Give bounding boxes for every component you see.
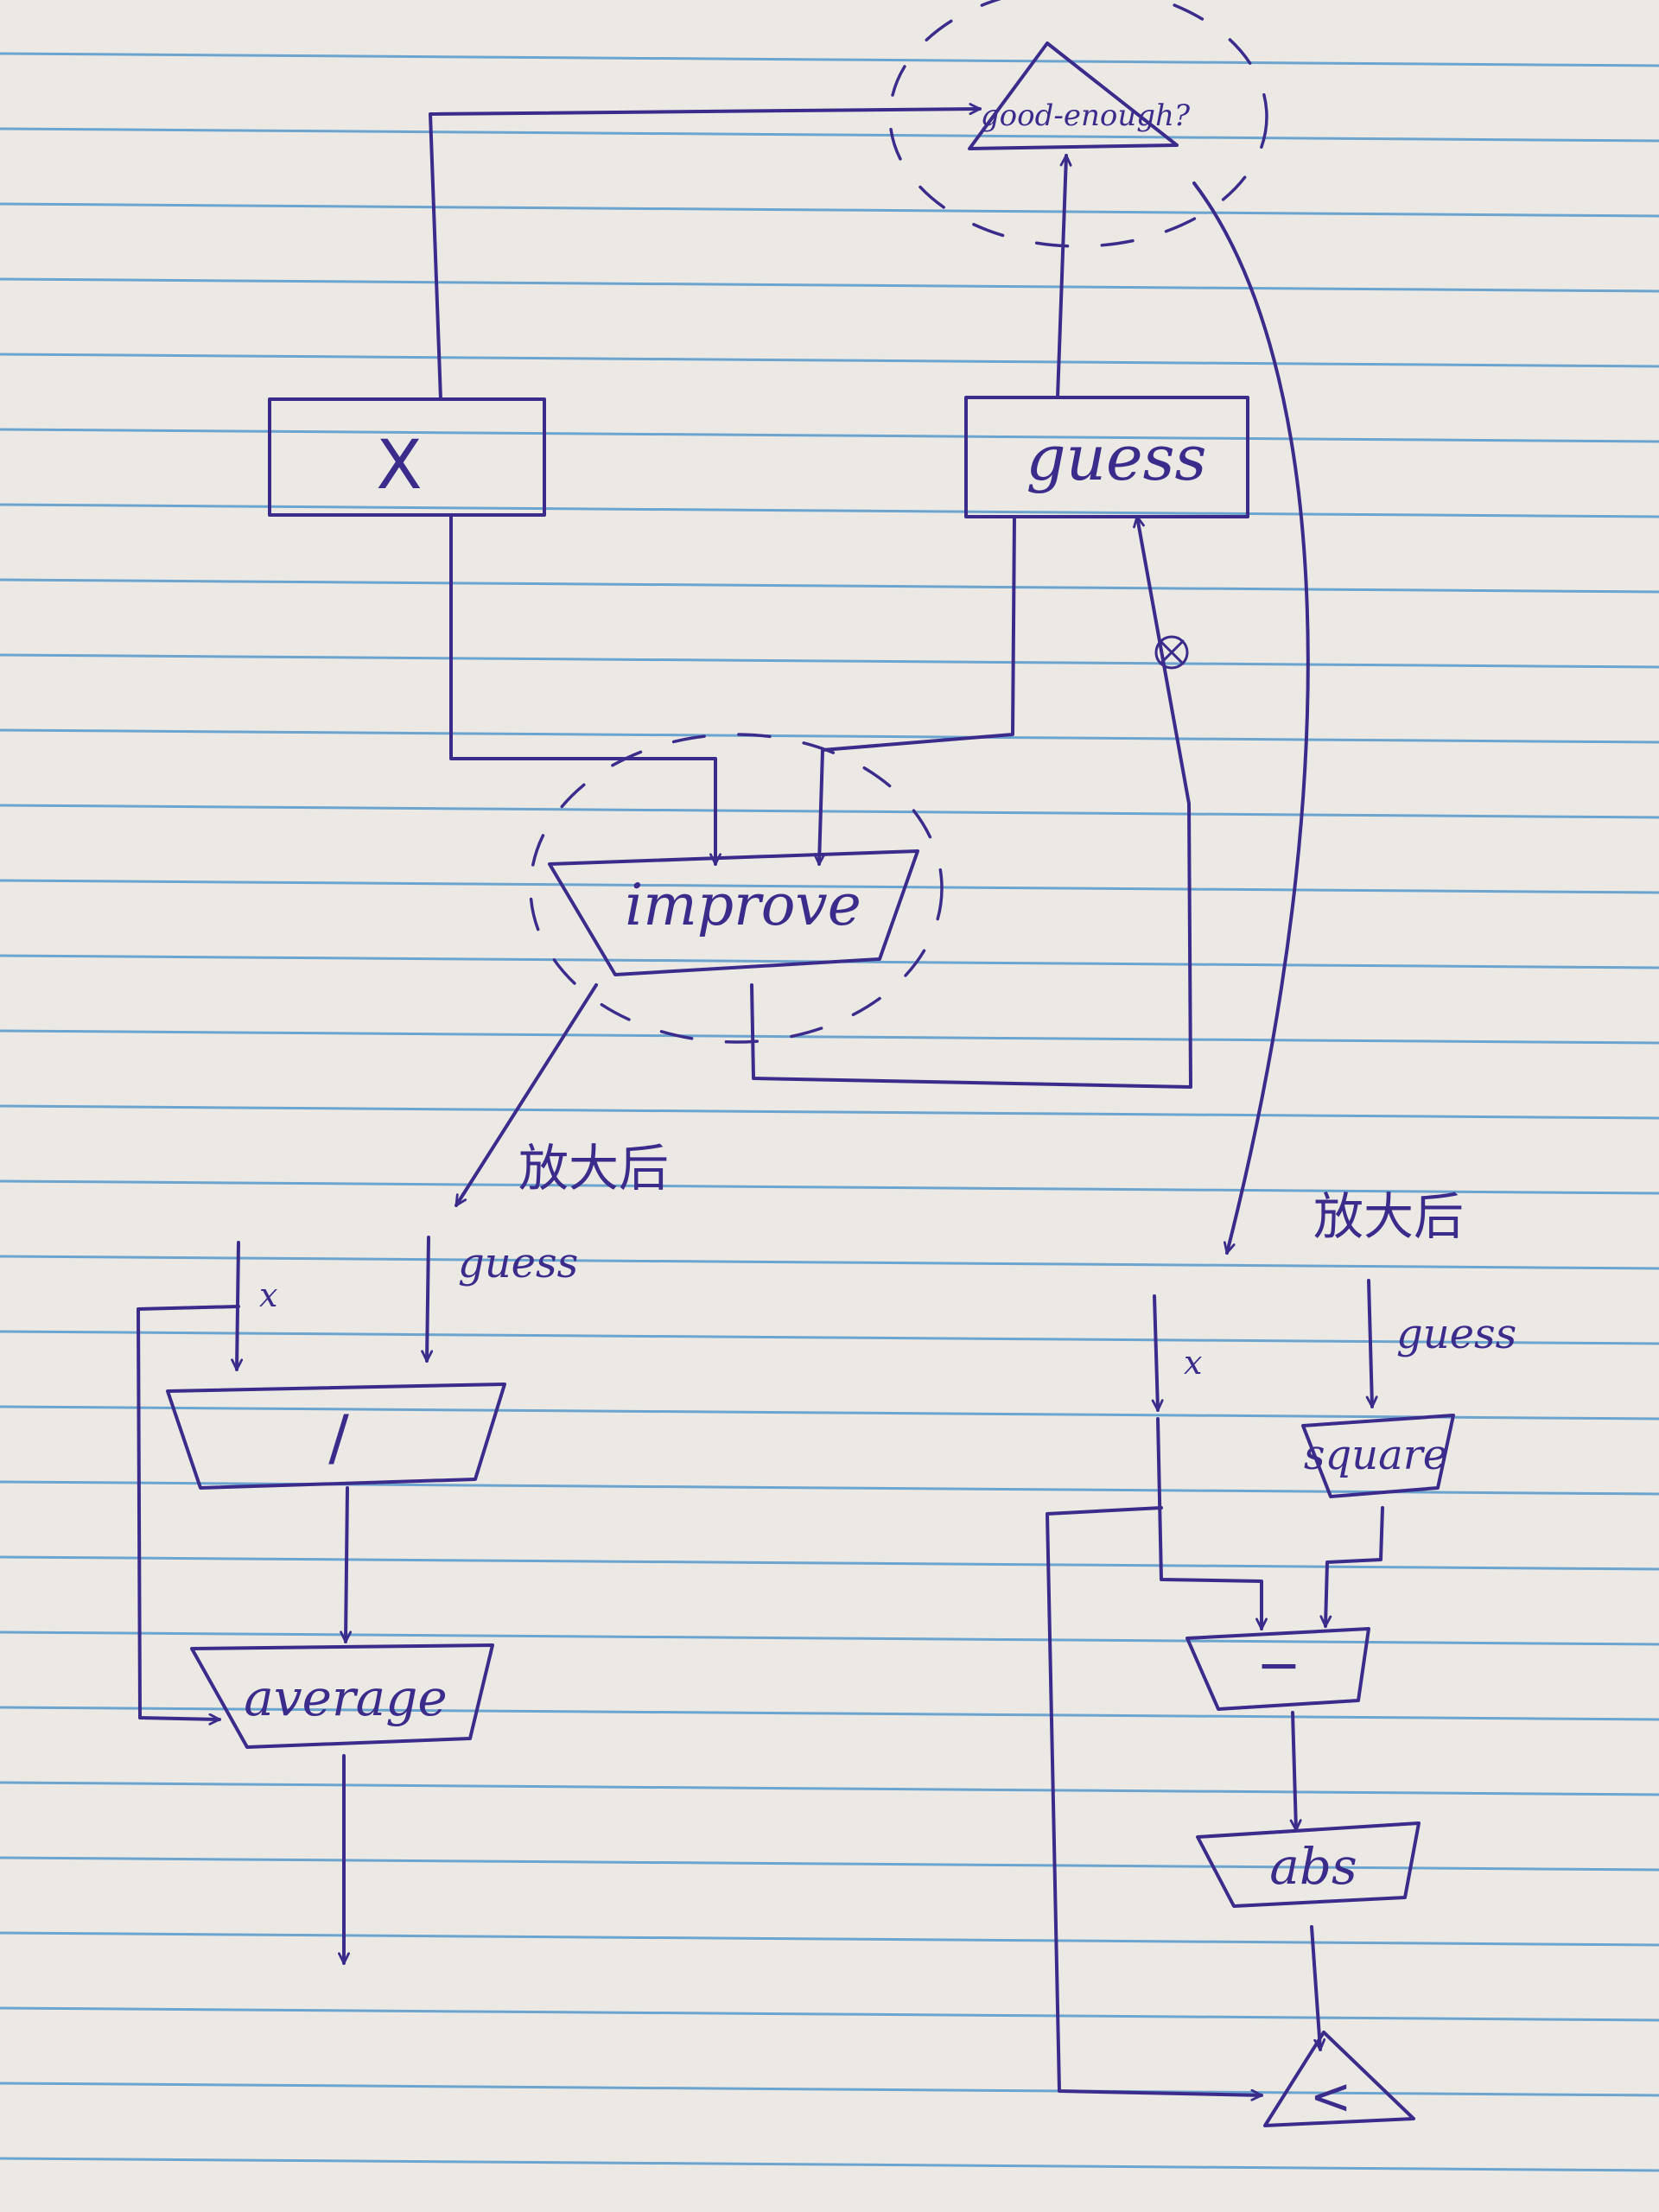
ge-arrow-minus-to-abs <box>1289 1711 1302 1832</box>
rule-line <box>0 1706 1659 1721</box>
guess-box-label: guess <box>1027 422 1207 494</box>
less-than-triangle: < <box>1263 2031 1415 2127</box>
rule-line <box>0 1781 1659 1796</box>
abs-label: abs <box>1269 1837 1357 1896</box>
rule-line <box>0 1630 1659 1646</box>
detail-guess-label: guess <box>458 1239 578 1287</box>
average-label: average <box>244 1669 447 1727</box>
guess-box: guess <box>964 396 1249 518</box>
rule-line <box>0 503 1659 518</box>
ge-x-label: x <box>1184 1344 1202 1382</box>
ge-arrow-x-to-minus <box>1156 1417 1268 1630</box>
x-box: X <box>268 397 546 517</box>
minus-label: − <box>1256 1633 1301 1696</box>
rule-line <box>0 1330 1659 1345</box>
rule-line <box>0 2082 1659 2097</box>
arrow-x-to-good-enough <box>429 103 982 401</box>
rule-line <box>0 277 1659 293</box>
rule-line <box>0 2157 1659 2172</box>
rule-line <box>0 52 1659 67</box>
ge-arrow-x-to-less-than <box>1046 1506 1263 2101</box>
good-enough-triangle: good-enough? <box>968 41 1191 150</box>
rule-line <box>0 1405 1659 1421</box>
detail-x-label: x <box>259 1276 277 1314</box>
ge-arrow-x <box>1151 1294 1164 1412</box>
detail-arrow-guess <box>421 1236 434 1363</box>
divide-label: / <box>328 1402 349 1473</box>
rule-line <box>0 653 1659 669</box>
rule-line <box>0 1179 1659 1195</box>
rule-line <box>0 1555 1659 1571</box>
cross-circle-mark <box>1154 635 1189 670</box>
arrow-guess-to-good-enough <box>1056 154 1072 399</box>
zoom-label-left: 放大后 <box>518 1139 669 1198</box>
rule-line <box>0 202 1659 218</box>
square-label: square <box>1304 1431 1447 1479</box>
less-than-label: < <box>1310 2067 1352 2126</box>
zoom-label-right: 放大后 <box>1313 1187 1464 1246</box>
rule-line <box>0 1856 1659 1872</box>
arrow-guess-to-improve <box>813 515 1016 866</box>
minus-block: − <box>1185 1627 1370 1711</box>
detail-arrow-divide-to-average <box>340 1486 353 1643</box>
zoom-circle-improve <box>529 733 944 1044</box>
arrow-x-to-improve <box>449 513 721 866</box>
ge-guess-label: guess <box>1396 1310 1516 1358</box>
rule-line <box>0 578 1659 594</box>
rule-line <box>0 1931 1659 1947</box>
rule-line <box>0 728 1659 744</box>
zoom-circle-good-enough <box>888 0 1268 248</box>
rule-line <box>0 879 1659 894</box>
zoom-arrow-improve <box>454 983 598 1207</box>
rule-line <box>0 428 1659 443</box>
improve-label: improve <box>625 872 861 938</box>
divide-block: / <box>166 1382 506 1490</box>
rule-line <box>0 353 1659 368</box>
rule-line <box>0 804 1659 819</box>
abs-block: abs <box>1196 1821 1421 1908</box>
ge-arrow-square-to-minus <box>1319 1506 1384 1628</box>
rule-line <box>0 1255 1659 1270</box>
square-block: square <box>1301 1414 1455 1498</box>
ge-arrow-guess <box>1365 1279 1378 1408</box>
zoom-arrow-good-enough <box>1192 181 1310 1255</box>
ge-arrow-abs-to-less-than <box>1310 1925 1326 2051</box>
x-box-label: X <box>376 427 422 505</box>
rule-line <box>0 1104 1659 1120</box>
rule-line <box>0 1029 1659 1045</box>
rule-line <box>0 2006 1659 2022</box>
improve-block: improve <box>548 849 919 976</box>
arrow-improve-to-guess <box>750 515 1192 1089</box>
detail-arrow-x-to-average <box>137 1305 240 1726</box>
average-block: average <box>190 1643 494 1749</box>
rule-line <box>0 127 1659 143</box>
good-enough-label: good-enough? <box>981 99 1191 133</box>
